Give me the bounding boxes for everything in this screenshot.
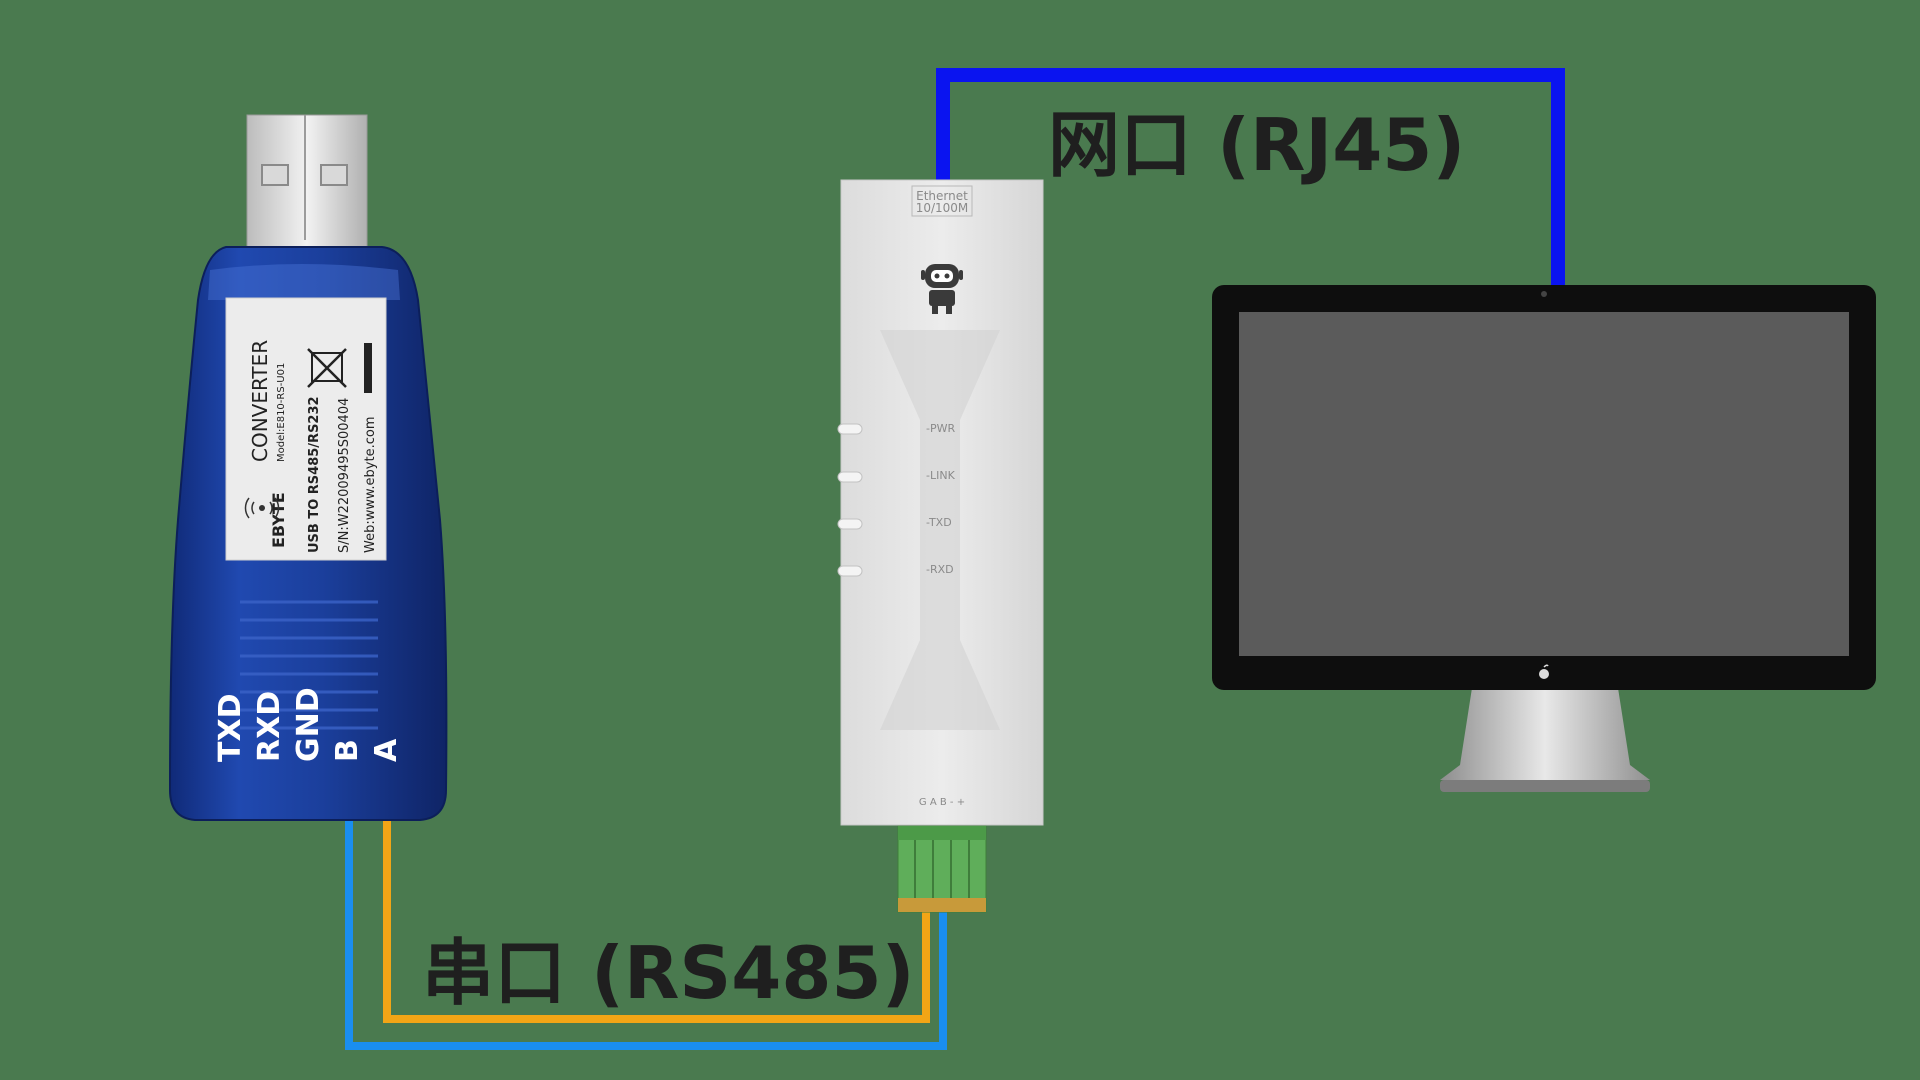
ethernet-label: 网口 (RJ45) [1048, 103, 1465, 187]
ethernet-port: Ethernet 10/100M [911, 185, 973, 217]
usb-pin-labels: TXD RXD GND B A [213, 687, 404, 762]
sticker-title: CONVERTER [248, 340, 272, 462]
ethernet-port-label: Ethernet [916, 189, 968, 203]
led-label: -PWR [926, 422, 955, 435]
sticker-serial-number: S/N:W22009495S00404 [337, 398, 352, 553]
serial-server: Ethernet 10/100M -PWR -LINK -TXD -RXD [837, 179, 1044, 913]
usb-rs485-converter: EBYTE CONVERTER Model:E810-RS-U01 USB TO… [168, 114, 448, 821]
server-leds: -PWR -LINK -TXD -RXD [837, 422, 956, 577]
monitor-camera [1541, 291, 1547, 297]
sticker-web: Web:www.ebyte.com [363, 417, 378, 554]
monitor [1212, 285, 1876, 792]
led-label: -RXD [926, 563, 954, 576]
pin-label: A [369, 738, 404, 762]
led-label: -TXD [926, 516, 952, 529]
terminal-block [897, 825, 987, 913]
pin-label: TXD [213, 694, 248, 763]
usb-sticker: EBYTE CONVERTER Model:E810-RS-U01 USB TO… [225, 297, 387, 561]
terminal-labels: G A B - + [919, 797, 965, 808]
pin-label: B [330, 739, 365, 762]
monitor-stand [1440, 688, 1650, 780]
sticker-brand: EBYTE [269, 492, 288, 548]
serial-cable-blue [345, 820, 947, 1050]
serial-cable-orange [383, 820, 930, 1023]
ethernet-cable [936, 68, 1565, 292]
apple-logo-icon [1539, 664, 1549, 679]
pin-label: RXD [252, 691, 287, 762]
robot-logo-icon [921, 264, 963, 314]
usb-grille [240, 600, 378, 730]
sticker-description: USB TO RS485/RS232 [307, 396, 322, 553]
led-label: -LINK [926, 469, 956, 482]
serial-label: 串口 (RS485) [422, 931, 914, 1015]
usb-plug [246, 114, 368, 248]
sticker-model: Model:E810-RS-U01 [276, 363, 287, 462]
monitor-screen [1239, 312, 1849, 656]
pin-label: GND [291, 687, 326, 762]
serial-cables [345, 820, 947, 1050]
crossed-bin-icon [307, 343, 372, 393]
ethernet-port-speed: 10/100M [916, 201, 969, 215]
wireless-logo-icon [244, 497, 280, 519]
